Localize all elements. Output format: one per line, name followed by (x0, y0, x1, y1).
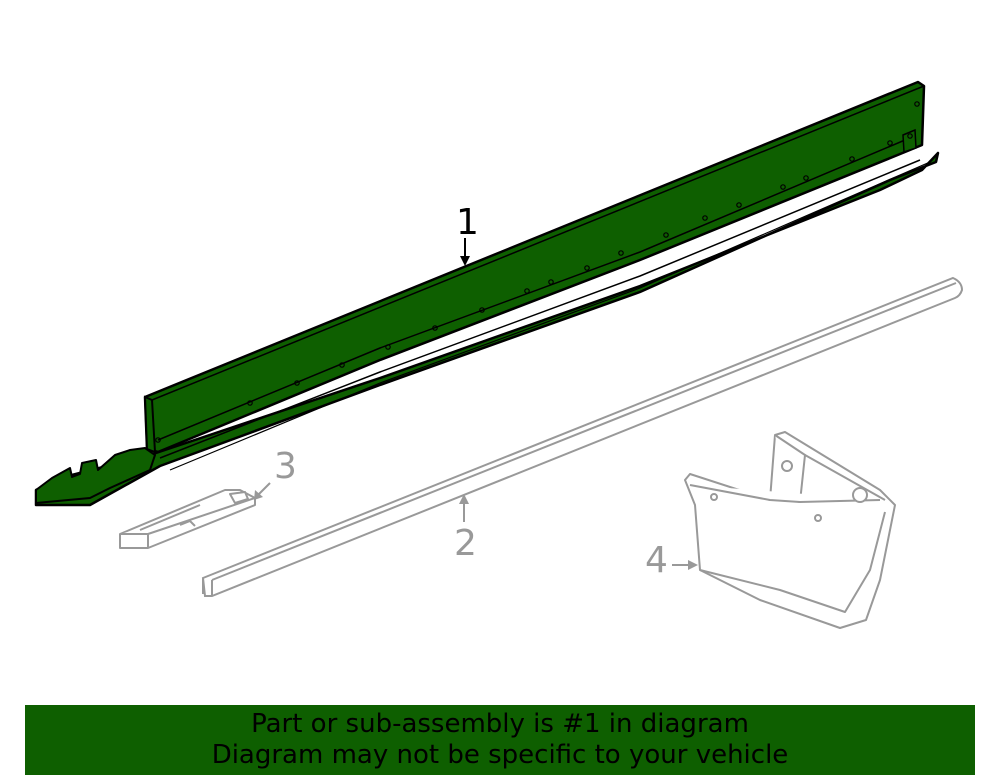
part-2-seal-strip[interactable] (201, 276, 964, 597)
callout-2: 2 (454, 523, 477, 564)
banner-line-2: Diagram may not be specific to your vehi… (211, 740, 789, 770)
callout-1: 1 (456, 202, 479, 243)
part-1-rocker-molding[interactable] (34, 80, 940, 507)
info-banner: Part or sub-assembly is #1 in diagram Di… (25, 705, 975, 775)
part-4-mud-flap[interactable] (684, 431, 896, 629)
banner-line-1: Part or sub-assembly is #1 in diagram (251, 709, 749, 739)
parts-diagram: 1 2 3 4 (34, 80, 964, 629)
callout-arrows (254, 238, 698, 570)
callout-4: 4 (645, 540, 668, 581)
callout-3: 3 (274, 446, 297, 487)
part-3-clip[interactable] (119, 489, 256, 549)
